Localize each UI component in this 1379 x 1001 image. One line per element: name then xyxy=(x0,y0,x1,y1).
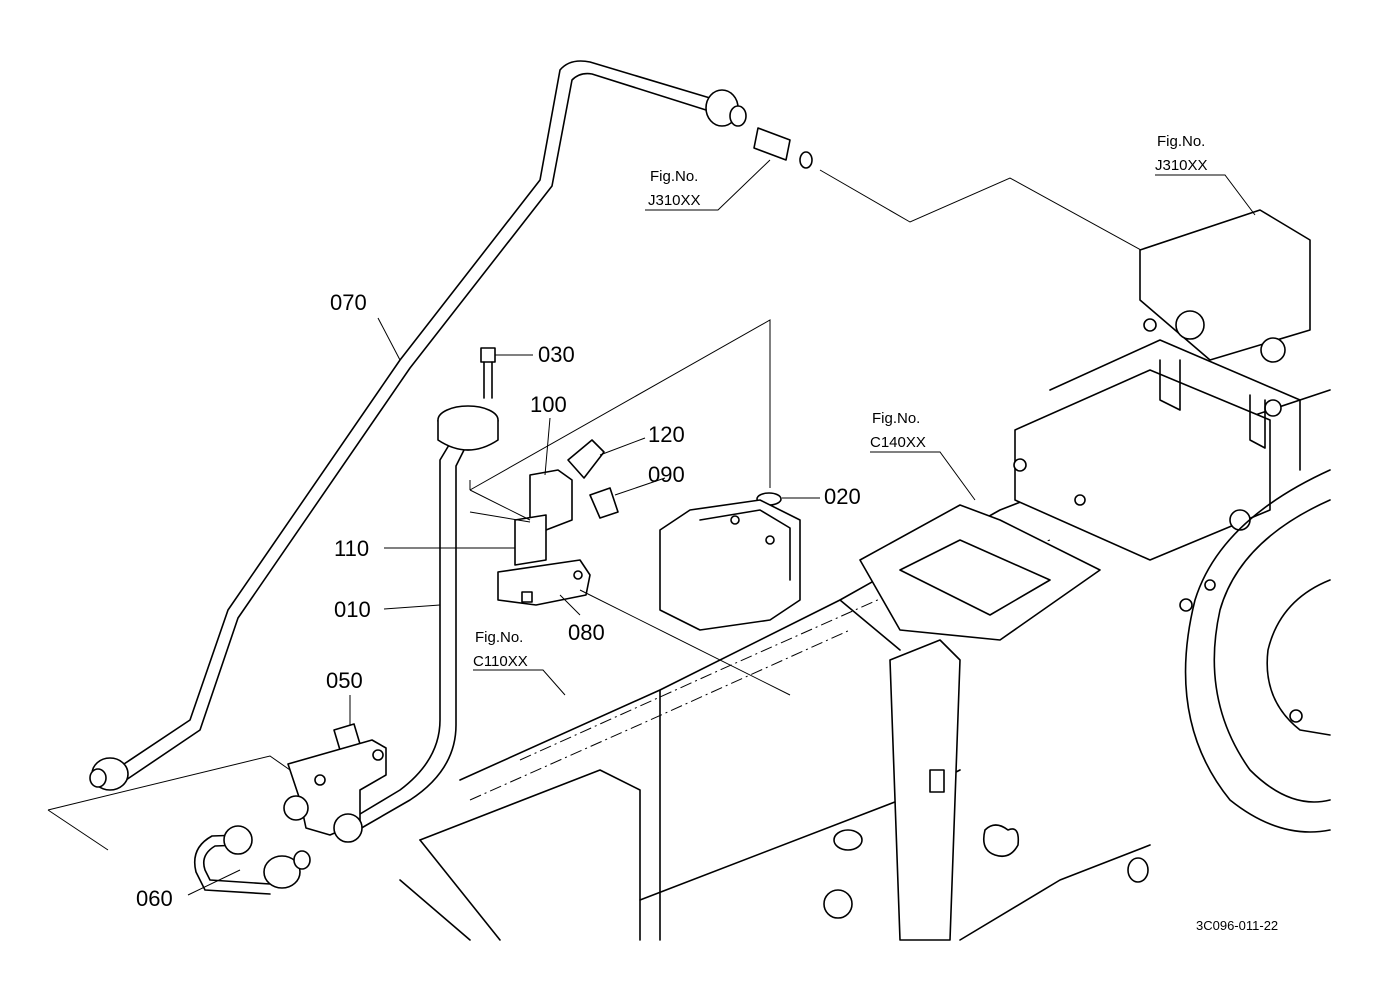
fig-ref-j310xx-upper: Fig.No. J310XX xyxy=(648,168,701,209)
flywheel-housing xyxy=(1179,469,1331,833)
pump-block xyxy=(659,499,801,631)
fig-ref-c110xx: Fig.No. C110XX xyxy=(473,629,528,670)
part-label-110: 110 xyxy=(334,536,369,561)
front-bracket xyxy=(889,639,961,941)
hydraulic-block xyxy=(1139,209,1311,361)
block-110 xyxy=(514,514,547,566)
plate-080 xyxy=(497,559,591,606)
fig-ref-j310xx-right: Fig.No. J310XX xyxy=(1155,133,1208,174)
bracket-100 xyxy=(469,469,573,566)
part-label-080: 080 xyxy=(568,620,605,645)
svg-text:Fig.No.: Fig.No. xyxy=(872,410,920,427)
svg-text:C140XX: C140XX xyxy=(870,434,926,451)
leader-ref3 xyxy=(870,451,976,501)
leader-010 xyxy=(383,604,441,610)
leader-090 xyxy=(614,477,666,496)
svg-text:C110XX: C110XX xyxy=(473,653,528,670)
part-label-070: 070 xyxy=(330,290,367,315)
leader-060 xyxy=(187,869,241,896)
bracket-manifold xyxy=(283,739,387,843)
tube-060 xyxy=(193,825,311,895)
leader-080 xyxy=(559,594,581,616)
bolt-090 xyxy=(589,487,619,519)
leader-ref1 xyxy=(645,159,771,211)
leader-070 xyxy=(377,317,401,361)
fig-ref-c140xx: Fig.No. C140XX xyxy=(870,410,926,451)
pipe-070 xyxy=(89,60,1211,791)
svg-text:J310XX: J310XX xyxy=(648,192,701,209)
leader-120 xyxy=(599,437,646,456)
part-label-050: 050 xyxy=(326,668,363,693)
cover-plate xyxy=(982,824,1020,858)
bolt-030 xyxy=(480,347,496,399)
part-label-060: 060 xyxy=(136,886,173,911)
leader-lines xyxy=(187,159,1256,896)
part-label-120: 120 xyxy=(648,422,685,447)
transmission-housing xyxy=(399,389,1331,941)
svg-text:Fig.No.: Fig.No. xyxy=(1157,133,1205,150)
drawing-code: 3C096-011-22 xyxy=(1196,918,1278,933)
o-ring-small xyxy=(799,151,813,169)
svg-text:Fig.No.: Fig.No. xyxy=(650,168,698,185)
leader-ref4 xyxy=(473,669,566,696)
leader-ref2 xyxy=(1155,174,1256,216)
union-fitting xyxy=(753,127,791,161)
part-label-010: 010 xyxy=(334,597,371,622)
part-label-030: 030 xyxy=(538,342,575,367)
pipe-010 xyxy=(349,405,499,831)
part-label-090: 090 xyxy=(648,462,685,487)
upper-housing xyxy=(1013,209,1311,561)
svg-text:J310XX: J310XX xyxy=(1155,157,1208,174)
svg-text:Fig.No.: Fig.No. xyxy=(475,629,523,646)
valve-cover xyxy=(859,504,1101,641)
switch-120 xyxy=(567,439,605,479)
part-label-100: 100 xyxy=(530,392,567,417)
part-label-020: 020 xyxy=(824,484,861,509)
leader-100 xyxy=(544,417,551,476)
